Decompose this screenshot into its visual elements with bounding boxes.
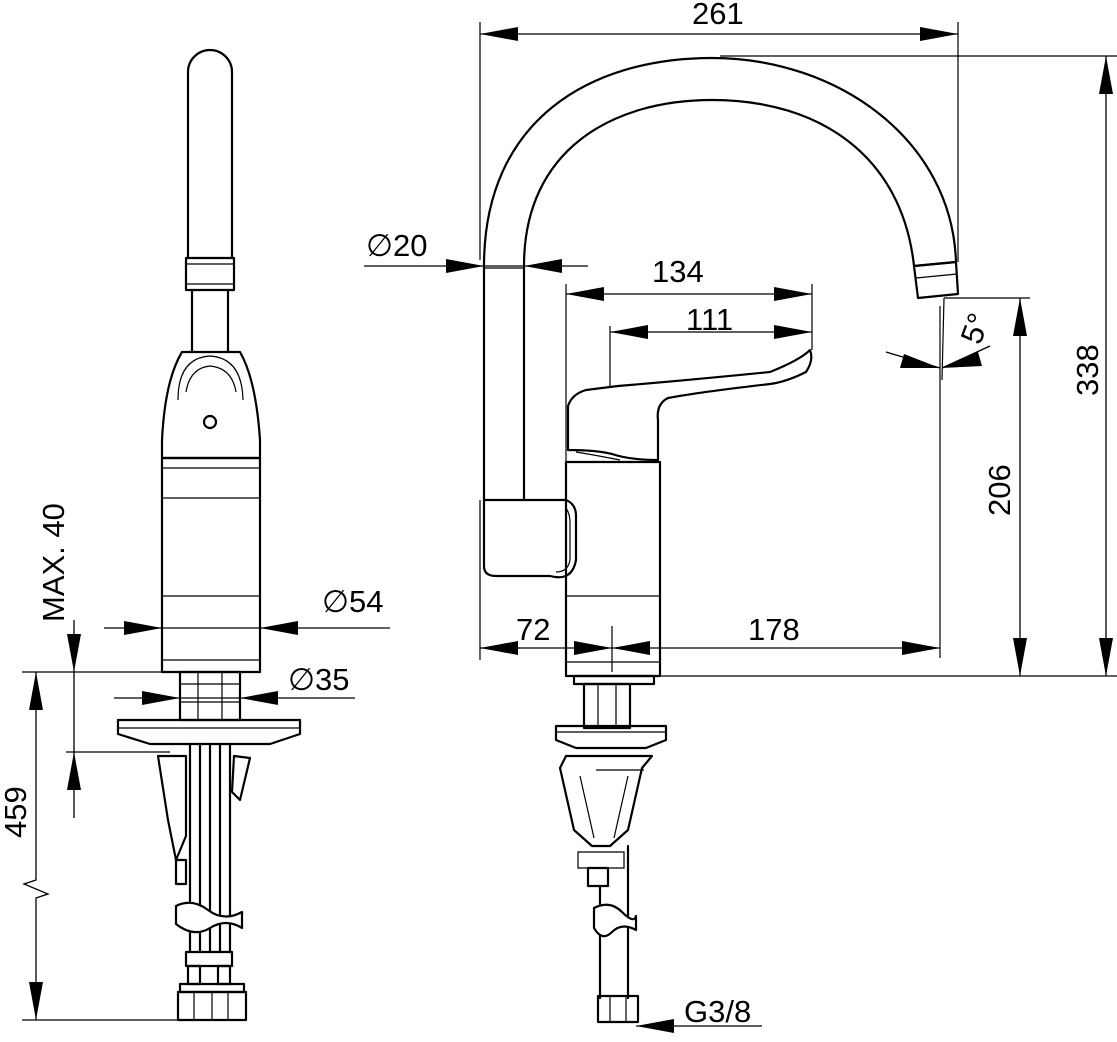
side-mounting-plate: [116, 718, 302, 746]
dim-178: 178: [748, 612, 800, 647]
side-clamp: [156, 754, 188, 862]
dim-206: 206: [982, 464, 1017, 516]
front-shank: [582, 682, 632, 730]
dim-72: 72: [516, 612, 550, 647]
side-body: [160, 456, 262, 674]
front-spout-base: [482, 498, 578, 579]
dim-111: 111: [686, 302, 733, 337]
front-view-dimensions: 261 ∅20 134 111 5° 206: [364, 0, 1117, 1033]
front-mounting-plate: [554, 724, 668, 750]
side-spout-neck: [190, 288, 230, 354]
side-hoses: [188, 742, 232, 954]
dim-459: 459: [0, 786, 33, 838]
side-spout-ring: [184, 256, 236, 292]
dim-338: 338: [1070, 344, 1105, 396]
side-hose-nuts: [176, 950, 248, 1022]
dim-261: 261: [692, 0, 744, 31]
side-set-screw: [202, 414, 218, 430]
side-spout-tube: [186, 48, 234, 260]
dim-g38: G3/8: [684, 994, 751, 1029]
front-lever-handle: [566, 348, 813, 462]
side-view-dimensions: MAX. 40 ∅54 ∅35 459: [0, 503, 390, 1021]
side-shank: [178, 670, 242, 722]
dim-5-deg: 5°: [954, 309, 997, 349]
side-view: [116, 48, 302, 1022]
front-view: [482, 56, 960, 1024]
front-spout-outlet: [912, 260, 960, 300]
dim-dia-35: ∅35: [288, 662, 350, 697]
front-clamp: [558, 754, 654, 848]
dim-dia-20: ∅20: [366, 228, 428, 263]
front-hose-nut: [596, 994, 640, 1024]
dim-134: 134: [652, 254, 704, 289]
dim-dia-54: ∅54: [322, 584, 384, 619]
dim-max-40: MAX. 40: [36, 503, 71, 622]
front-spout: [482, 56, 958, 502]
side-head: [160, 350, 262, 460]
